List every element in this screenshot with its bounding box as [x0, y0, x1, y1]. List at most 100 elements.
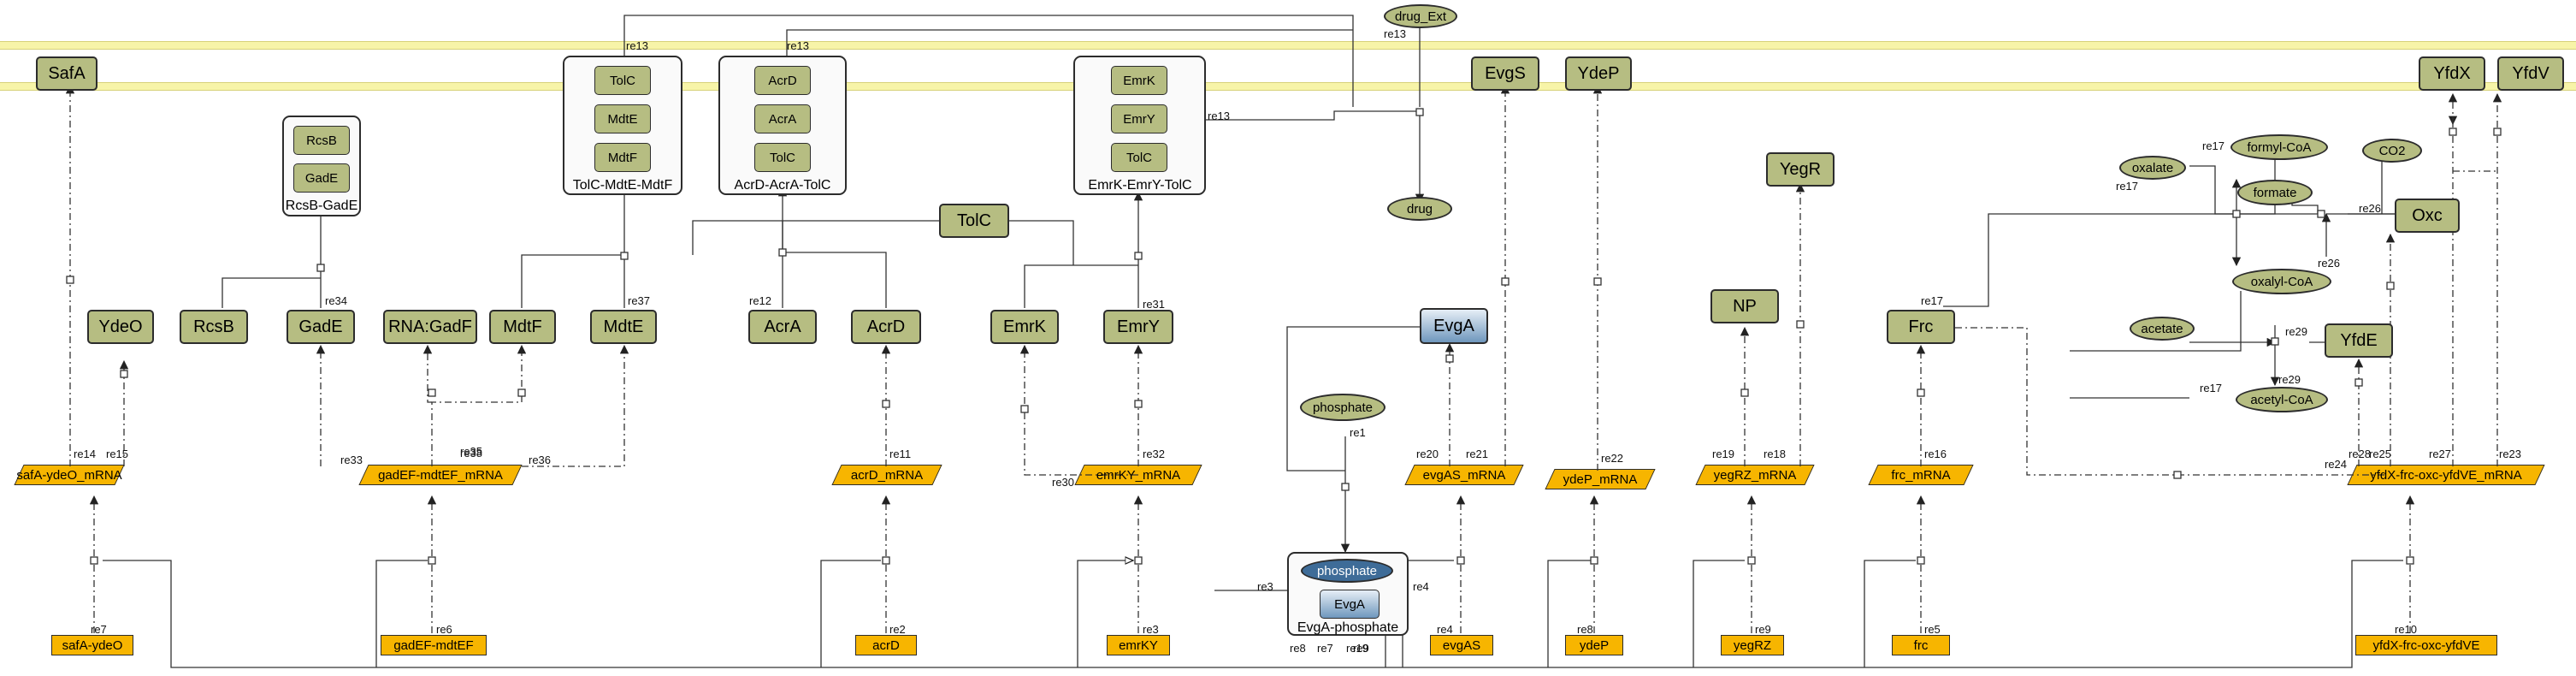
mrna-frc[interactable]: frc_mRNA [1873, 465, 1969, 485]
mrna-emrky[interactable]: emrKY_mRNA [1079, 465, 1197, 485]
node-gade[interactable]: GadE [287, 310, 355, 344]
gene-yfdx[interactable]: yfdX-frc-oxc-yfdVE [2355, 635, 2497, 655]
node-formate[interactable]: formate [2237, 180, 2313, 205]
label-re28: re28 [2349, 448, 2372, 460]
complex-acrd-acra-tolc[interactable]: AcrD AcrA TolC [718, 56, 847, 195]
node-drug-ext[interactable]: drug_Ext [1384, 4, 1457, 28]
label-re8-b: re8 [1577, 623, 1593, 636]
edge-re35 [431, 344, 527, 466]
node-oxalyl-coa[interactable]: oxalyl-CoA [2232, 269, 2331, 294]
complex-rcsb-gade[interactable]: RcsB GadE [282, 116, 361, 216]
node-evgs[interactable]: EvgS [1471, 56, 1539, 91]
node-emry[interactable]: EmrY [1103, 310, 1173, 344]
node-rcsb[interactable]: RcsB [180, 310, 248, 344]
mrna-evgas[interactable]: evgAS_mRNA [1409, 465, 1519, 485]
label-re30: re30 [1052, 476, 1075, 489]
node-oxc[interactable]: Oxc [2395, 199, 2460, 233]
label-re24: re24 [2325, 458, 2348, 471]
mrna-gadef-mdtef[interactable]: gadEF-mdtEF_mRNA [363, 465, 517, 485]
complex-evga-phosphate[interactable]: phosphate EvgA [1287, 552, 1409, 636]
node-rna-gadf[interactable]: RNA:GadF [383, 310, 477, 344]
complex-member-gade: GadE [293, 163, 350, 193]
label-re7-b: re7 [1317, 642, 1333, 655]
label-re37: re37 [628, 294, 651, 307]
node-phosphate[interactable]: phosphate [1300, 394, 1385, 421]
edge-re17e [2070, 291, 2242, 399]
node-yegr[interactable]: YegR [1766, 152, 1835, 187]
label-re4-a: re4 [1413, 580, 1429, 593]
label-re15: re15 [106, 448, 129, 460]
label-re17-d: re17 [2200, 382, 2223, 394]
node-formyl-coa[interactable]: formyl-CoA [2230, 134, 2328, 160]
label-re25: re25 [2369, 448, 2392, 460]
label-re1: re1 [1350, 426, 1366, 439]
complex-emrk-emry-tolc[interactable]: EmrK EmrY TolC [1073, 56, 1206, 195]
mrna-acrd[interactable]: acrD_mRNA [836, 465, 937, 485]
label-re2: re2 [889, 623, 906, 636]
node-ydeo[interactable]: YdeO [87, 310, 154, 344]
label-re13-c: re13 [1384, 27, 1407, 40]
label-re5: re5 [1924, 623, 1941, 636]
edge-re23b [2453, 94, 2497, 172]
label-re20: re20 [1416, 448, 1439, 460]
node-yfde[interactable]: YfdE [2325, 323, 2393, 358]
node-mdte[interactable]: MdtE [590, 310, 657, 344]
node-ydep[interactable]: YdeP [1565, 56, 1632, 91]
node-co2[interactable]: CO2 [2362, 139, 2422, 163]
complex-member-rcsb: RcsB [293, 126, 350, 155]
complex-member-phosphate: phosphate [1301, 559, 1393, 583]
gene-frc[interactable]: frc [1892, 635, 1950, 655]
gene-emrky[interactable]: emrKY [1107, 635, 1170, 655]
node-oxalate[interactable]: oxalate [2119, 156, 2186, 180]
edge-re31 [1024, 193, 1138, 308]
node-acetyl-coa[interactable]: acetyl-CoA [2236, 387, 2328, 412]
gene-acrd[interactable]: acrD [855, 635, 917, 655]
complex-member-emrk: EmrK [1111, 66, 1167, 95]
node-np[interactable]: NP [1710, 289, 1779, 323]
edge-re13 [623, 15, 1421, 121]
gene-yegrz[interactable]: yegRZ [1721, 635, 1784, 655]
complex-member-mdtf: MdtF [594, 143, 651, 172]
node-acetate[interactable]: acetate [2130, 317, 2195, 341]
gene-gadef-mdtef[interactable]: gadEF-mdtEF [381, 635, 487, 655]
node-drug[interactable]: drug [1387, 197, 1452, 221]
complex-label-tolc-mdte-mdtf: TolC-MdtE-MdtF [572, 178, 673, 193]
label-re23: re23 [2499, 448, 2522, 460]
complex-tolc-mdte-mdtf[interactable]: TolC MdtE MdtF [563, 56, 682, 195]
label-re27: re27 [2429, 448, 2452, 460]
complex-member-evga: EvgA [1320, 590, 1380, 619]
node-yfdx[interactable]: YfdX [2419, 56, 2485, 91]
node-acra[interactable]: AcrA [748, 310, 817, 344]
node-acrd[interactable]: AcrD [851, 310, 921, 344]
label-re3-b: re3 [1257, 580, 1273, 593]
node-yfdv[interactable]: YfdV [2497, 56, 2564, 91]
label-re19: re19 [1712, 448, 1735, 460]
label-re17-b: re17 [2202, 139, 2225, 152]
gene-ydep[interactable]: ydeP [1565, 635, 1623, 655]
edge-re1b [1286, 326, 1420, 471]
label-re8-a: re8 [1290, 642, 1306, 655]
mrna-yfdx[interactable]: yfdX-frc-oxc-yfdVE_mRNA [2352, 465, 2540, 485]
node-frc[interactable]: Frc [1887, 310, 1955, 344]
gene-safa-ydeo[interactable]: safA-ydeO [51, 635, 133, 655]
node-mdtf[interactable]: MdtF [489, 310, 556, 344]
label-re13-b: re13 [787, 39, 810, 52]
edge-re17a [1943, 178, 2242, 307]
label-re14: re14 [74, 448, 97, 460]
gene-evgas[interactable]: evgAS [1430, 635, 1493, 655]
label-re21: re21 [1466, 448, 1489, 460]
label-re7-a: re7 [91, 623, 107, 636]
edge-re24 [1941, 323, 2384, 476]
label-re9-b: re9 [1755, 623, 1771, 636]
complex-label-emrk-emry-tolc: EmrK-EmrY-TolC [1088, 178, 1192, 193]
node-tolc[interactable]: TolC [939, 204, 1009, 238]
mrna-yegrz[interactable]: yegRZ_mRNA [1700, 465, 1810, 485]
node-evga[interactable]: EvgA [1420, 308, 1488, 344]
mrna-ydep[interactable]: ydeP_mRNA [1550, 469, 1651, 489]
node-emrk[interactable]: EmrK [990, 310, 1059, 344]
complex-member-tolc: TolC [594, 66, 651, 95]
mrna-safa-ydeo[interactable]: safA-ydeO_mRNA [16, 465, 121, 485]
node-safa[interactable]: SafA [36, 56, 97, 91]
